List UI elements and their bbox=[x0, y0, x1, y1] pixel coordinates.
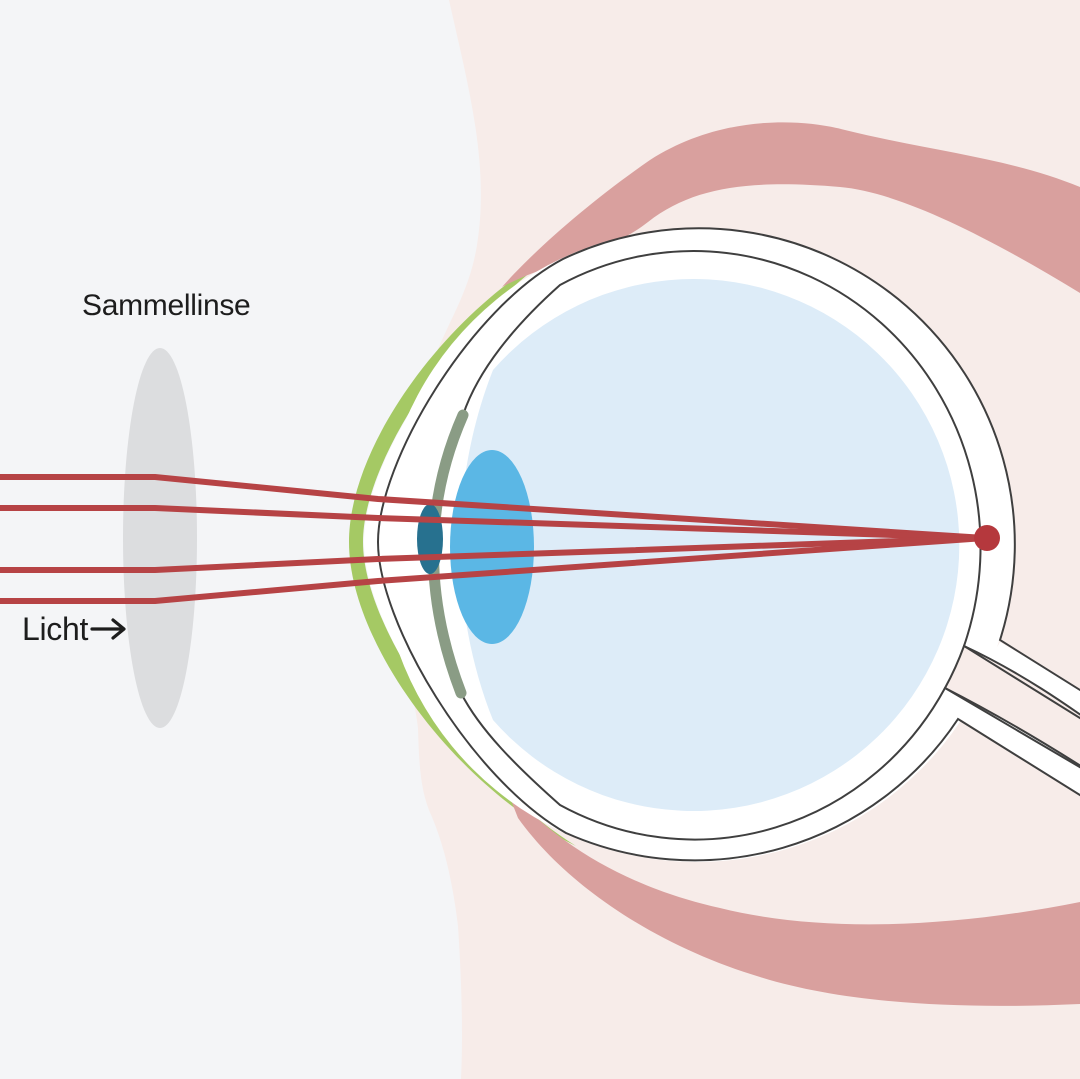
label-light: Licht bbox=[22, 611, 89, 647]
light-rays bbox=[0, 474, 986, 604]
cornea-green-band bbox=[349, 243, 576, 846]
converging-lens bbox=[123, 348, 197, 728]
light-ray-3 bbox=[0, 535, 986, 573]
muscle-band-bottom bbox=[505, 785, 1080, 1006]
pupil bbox=[417, 504, 443, 574]
eye-outline-inner-upper bbox=[462, 250, 1080, 720]
eye-outline-outer bbox=[376, 227, 1080, 862]
arrow-right-icon bbox=[90, 618, 126, 640]
eye-outline-inner-lower bbox=[460, 686, 1080, 841]
light-ray-2 bbox=[0, 505, 986, 541]
eye-lens bbox=[450, 450, 534, 644]
light-ray-1 bbox=[0, 474, 986, 541]
focal-point-dot bbox=[974, 525, 1000, 551]
muscle-band-top bbox=[502, 122, 1080, 293]
light-ray-4 bbox=[0, 535, 986, 604]
label-converging-lens: Sammellinse bbox=[82, 289, 250, 322]
